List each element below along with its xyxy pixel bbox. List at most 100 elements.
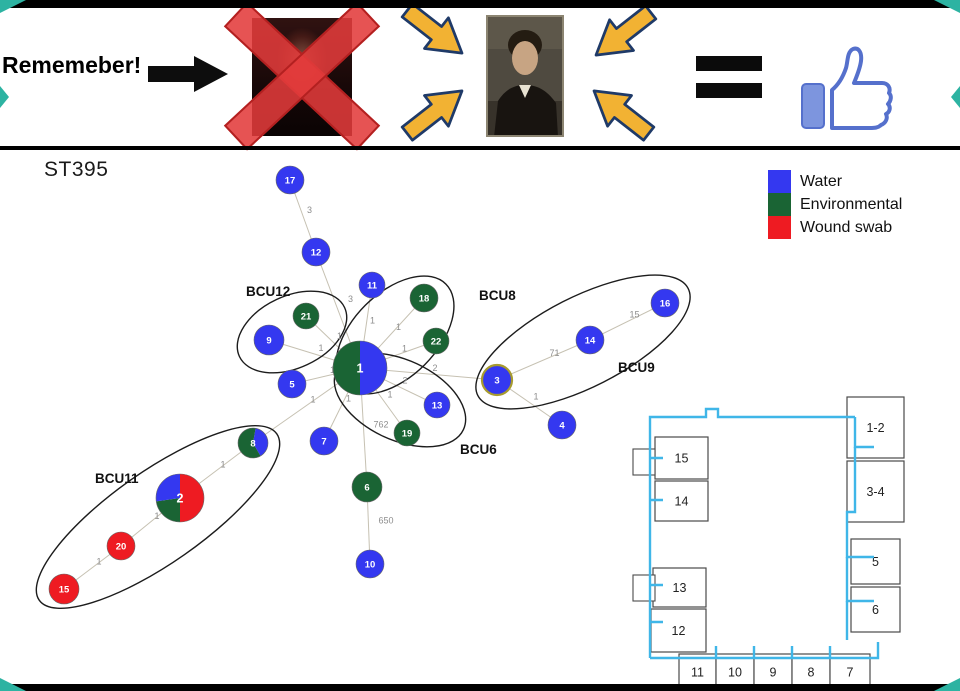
node-13: 13 [423, 391, 451, 419]
room-label-13: 13 [673, 581, 687, 595]
node-5: 5 [277, 369, 307, 399]
edge-distance-label: 2 [403, 376, 408, 386]
facebook-like-icon [801, 46, 893, 130]
remember-text: Rememeber! [2, 52, 142, 78]
node-circle [275, 165, 305, 195]
edge-distance-label: 1 [221, 460, 226, 470]
legend-swatch-wound-swab [768, 216, 791, 239]
edge-distance-label: 1 [311, 395, 316, 405]
room-label-7: 7 [847, 665, 854, 679]
right-arrow-icon [148, 56, 228, 92]
node-19: 19 [393, 419, 421, 447]
edge-distance-label: 1 [337, 331, 342, 341]
node-slice-env [333, 341, 360, 395]
room-walls [654, 480, 709, 522]
node-circle [393, 419, 421, 447]
room-label-15: 15 [675, 451, 689, 465]
node-label-4: 4 [559, 420, 565, 431]
room-5: 5 [850, 538, 901, 585]
node-label-6: 6 [364, 482, 369, 493]
node-circle [650, 288, 680, 318]
legend-label-wound-swab: Wound swab [800, 218, 893, 236]
node-circle [277, 369, 307, 399]
node-label-16: 16 [660, 298, 671, 309]
equals-bar-bottom [696, 83, 762, 98]
room-6: 6 [850, 586, 901, 633]
edge-distance-label: 71 [550, 348, 560, 358]
room-label-6: 6 [872, 603, 879, 617]
node-18: 18 [409, 283, 439, 313]
cluster-label-BCU12: BCU12 [246, 284, 290, 299]
room-walls [846, 460, 905, 523]
node-6: 6 [351, 471, 383, 503]
node-circle [253, 324, 285, 356]
edge-distance-label: 3 [307, 205, 312, 215]
legend-swatch-environmental [768, 193, 791, 216]
cluster-label-BCU9: BCU9 [618, 360, 655, 375]
john-snow-portrait [486, 15, 564, 137]
node-label-18: 18 [419, 293, 430, 304]
edge-distance-label: 1 [534, 392, 539, 402]
node-label-5: 5 [289, 379, 295, 390]
arrow-bottom-left-icon [400, 89, 464, 142]
room-13: 13 [652, 567, 707, 608]
figure-title: ST395 [44, 158, 109, 181]
edge-distance-label: 650 [379, 516, 394, 526]
water-pipe [714, 646, 832, 658]
node-circle [358, 271, 386, 299]
equals-sign [696, 56, 762, 98]
node-label-13: 13 [432, 400, 443, 411]
node-12: 12 [301, 237, 331, 267]
legend-item-environmental: Environmental [768, 193, 902, 216]
cluster-label-BCU11: BCU11 [95, 471, 139, 486]
room-label-11: 11 [691, 665, 704, 679]
room-3-4: 3-4 [846, 460, 905, 523]
equals-bar-top [696, 56, 762, 71]
node-label-8: 8 [250, 438, 255, 449]
node-circle [480, 363, 514, 397]
node-20: 20 [106, 531, 136, 561]
legend-label-water: Water [800, 172, 843, 190]
room-label-1-2: 1-2 [866, 421, 884, 435]
node-label-7: 7 [321, 436, 326, 447]
node-label-21: 21 [301, 311, 312, 322]
water-pipe [650, 456, 663, 624]
edge-distance-label: 2 [433, 363, 438, 373]
room-walls [652, 567, 707, 608]
divider-line [0, 146, 960, 150]
arrow-bottom-right-icon [592, 89, 656, 142]
room-walls [650, 608, 707, 653]
node-circle [422, 327, 450, 355]
node-label-3: 3 [494, 375, 499, 386]
node-circle [351, 471, 383, 503]
cluster-outline-BCU12 [236, 290, 348, 374]
node-circle [301, 237, 331, 267]
cluster-label-BCU8: BCU8 [479, 288, 516, 303]
edge-distance-label: 15 [630, 310, 640, 320]
node-3: 3 [480, 363, 514, 397]
node-17: 17 [275, 165, 305, 195]
node-22: 22 [422, 327, 450, 355]
meme-banner: Rememeber! [0, 1, 960, 151]
room-label-10: 10 [728, 665, 742, 679]
legend-item-water: Water [768, 170, 902, 193]
water-pipe [845, 447, 874, 559]
cluster-outline-BCU11 [35, 424, 281, 610]
node-15: 15 [48, 573, 80, 605]
node-label-11: 11 [367, 280, 378, 291]
node-circle [48, 573, 80, 605]
legend-label-environmental: Environmental [800, 195, 903, 213]
node-label-1: 1 [357, 361, 364, 375]
node-slice-env [238, 427, 261, 458]
node-slice-wound [180, 474, 204, 522]
node-circle [423, 391, 451, 419]
room-14: 14 [654, 480, 709, 522]
node-7: 7 [309, 426, 339, 456]
edge-distance-label: 1 [97, 557, 102, 567]
room-label-9: 9 [770, 665, 777, 679]
edge-distance-label: 1 [319, 343, 324, 353]
node-label-22: 22 [431, 336, 442, 347]
edge-distance-label: 1 [402, 344, 407, 354]
room-label-3-4: 3-4 [866, 485, 884, 499]
node-label-10: 10 [365, 559, 376, 570]
